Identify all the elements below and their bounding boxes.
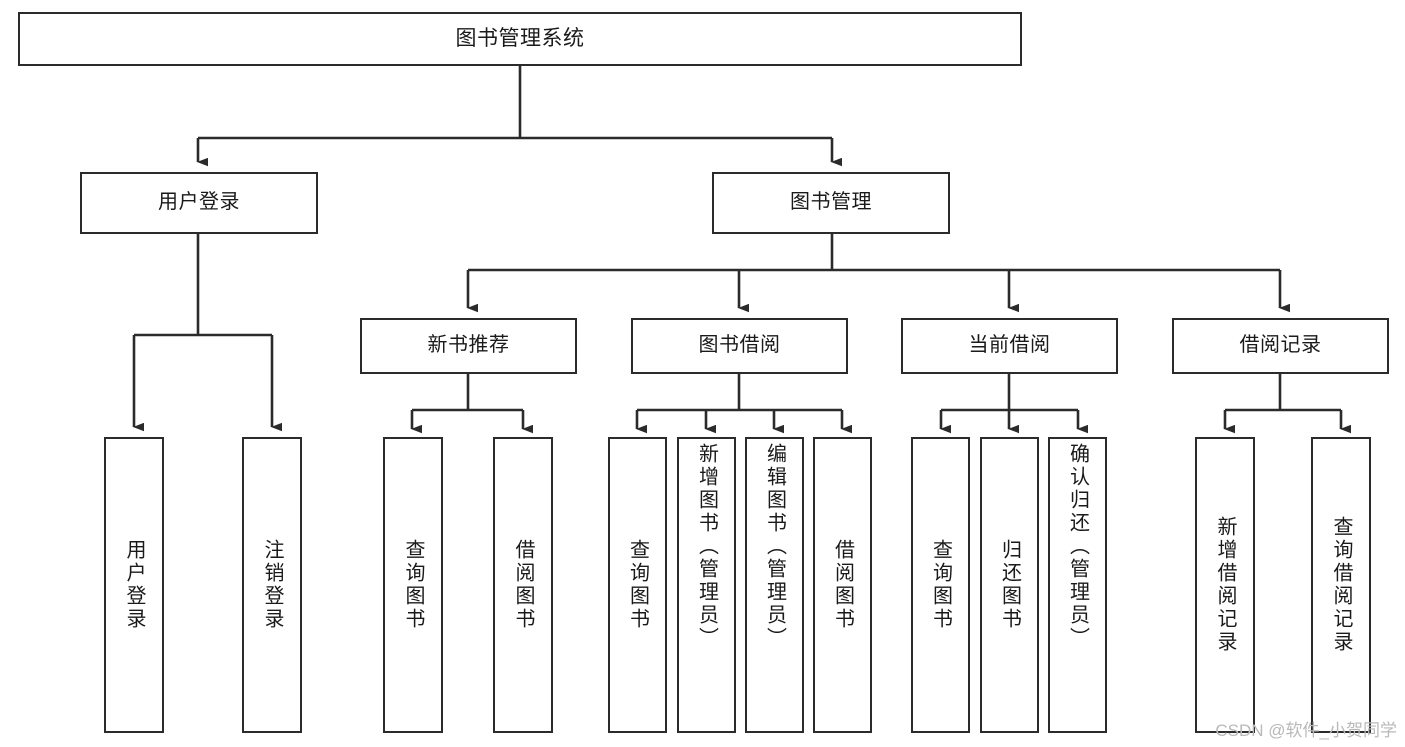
- leaf-query-book-newbook[interactable]: 查询图书: [383, 437, 443, 733]
- leaf-add-borrow-record-label: 新增借阅记录: [1214, 516, 1236, 654]
- leaf-return-book-label: 归还图书: [998, 539, 1021, 631]
- leaf-query-borrow-record-label: 查询借阅记录: [1330, 516, 1352, 654]
- node-book-management[interactable]: 图书管理: [712, 172, 950, 234]
- node-root[interactable]: 图书管理系统: [18, 12, 1022, 66]
- leaf-return-book[interactable]: 归还图书: [980, 437, 1039, 733]
- leaf-query-book-borrow[interactable]: 查询图书: [608, 437, 667, 733]
- leaf-edit-book-admin-label: 编辑图书（管理员）: [763, 443, 786, 650]
- node-user-login[interactable]: 用户登录: [80, 172, 318, 234]
- leaf-logout-label: 注销登录: [261, 539, 283, 631]
- leaf-edit-book-admin[interactable]: 编辑图书（管理员）: [745, 437, 804, 733]
- node-book-borrow[interactable]: 图书借阅: [631, 318, 848, 374]
- leaf-query-book-newbook-label: 查询图书: [402, 539, 424, 631]
- leaf-borrow-book-borrow-label: 借阅图书: [831, 539, 854, 631]
- node-book-management-label: 图书管理: [790, 191, 872, 214]
- leaf-confirm-return-admin-label: 确认归还（管理员）: [1066, 443, 1089, 650]
- leaf-query-book-current-label: 查询图书: [929, 539, 952, 631]
- node-current-borrow-label: 当前借阅: [968, 334, 1051, 357]
- leaf-query-book-borrow-label: 查询图书: [626, 539, 649, 631]
- leaf-add-borrow-record[interactable]: 新增借阅记录: [1195, 437, 1255, 733]
- leaf-borrow-book-borrow[interactable]: 借阅图书: [813, 437, 872, 733]
- leaf-user-login-label: 用户登录: [123, 539, 145, 631]
- leaf-borrow-book-newbook-label: 借阅图书: [512, 539, 534, 631]
- leaf-confirm-return-admin[interactable]: 确认归还（管理员）: [1048, 437, 1107, 733]
- node-book-borrow-label: 图书借阅: [698, 334, 781, 357]
- leaf-query-borrow-record[interactable]: 查询借阅记录: [1311, 437, 1371, 733]
- leaf-borrow-book-newbook[interactable]: 借阅图书: [493, 437, 553, 733]
- node-new-book-recommend-label: 新书推荐: [427, 334, 510, 357]
- leaf-query-book-current[interactable]: 查询图书: [911, 437, 970, 733]
- leaf-add-book-admin[interactable]: 新增图书（管理员）: [677, 437, 736, 733]
- node-current-borrow[interactable]: 当前借阅: [901, 318, 1118, 374]
- node-root-label: 图书管理系统: [455, 26, 585, 50]
- node-new-book-recommend[interactable]: 新书推荐: [360, 318, 577, 374]
- leaf-logout[interactable]: 注销登录: [242, 437, 302, 733]
- node-user-login-label: 用户登录: [158, 191, 240, 214]
- leaf-user-login[interactable]: 用户登录: [104, 437, 164, 733]
- node-borrow-records-label: 借阅记录: [1239, 334, 1322, 357]
- node-borrow-records[interactable]: 借阅记录: [1172, 318, 1389, 374]
- watermark: CSDN @软件_小贺同学: [1215, 721, 1397, 740]
- leaf-add-book-admin-label: 新增图书（管理员）: [695, 443, 718, 650]
